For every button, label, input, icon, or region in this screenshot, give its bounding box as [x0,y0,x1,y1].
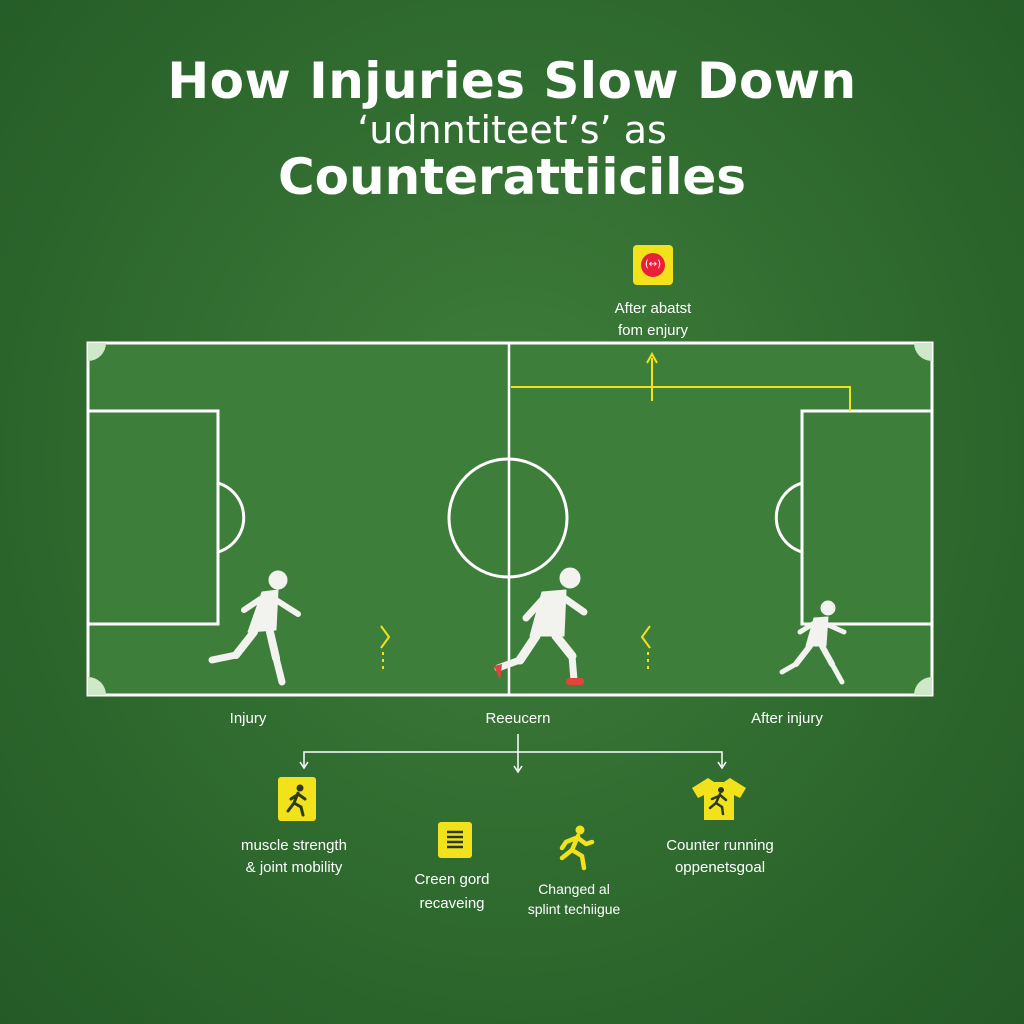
left-penalty-arc [217,481,246,554]
player-recovery-figure [494,567,588,684]
right-penalty-arc [774,481,803,554]
running-person-icon [278,777,316,821]
player-after-figure [779,600,847,685]
corner-top-right [914,343,932,361]
corner-top-left [88,343,106,361]
title-line-3: Counterattiiciles [277,148,747,206]
speed-chevron-right [640,625,651,649]
factor-4-line-2: oppenetsgoal [674,859,766,876]
top-note-line-1: After abatst [614,300,692,317]
factor-1-line-1: muscle strength [241,837,347,854]
recovery-path-line [511,386,851,411]
phase-label-after: After injury [751,710,823,727]
factor-3-line-2: splint techiigue [527,901,621,917]
document-lines-icon [438,822,472,858]
player-injury-figure [208,570,301,686]
shirt-runner-icon [690,776,748,822]
top-note-line-2: fom enjury [617,322,689,339]
corner-bottom-right [914,677,932,695]
factor-1-line-2: & joint mobility [245,859,343,876]
red-boot-left [494,664,502,680]
title-line-2: ‘udnntiteet’s’ as [357,108,667,152]
factor-connector-line [303,751,723,766]
sprinter-icon [556,824,596,872]
factor-4-line-1: Counter running [666,837,774,854]
corner-bottom-left [88,677,106,695]
factor-3-line-1: Changed al [538,881,610,897]
right-penalty-box [800,409,934,626]
factor-2-line-1: Creen gord [414,871,490,888]
red-boot-right [566,678,584,685]
phase-label-injury: Injury [229,710,267,727]
speed-chevron-left [380,625,391,649]
factor-2-line-2: recaveing [419,895,485,912]
whistle-badge-icon: (↔) [633,245,673,285]
center-circle [447,457,569,579]
phase-label-recovery: Reeucern [485,710,551,727]
left-penalty-box [86,409,220,626]
title-line-1: How Injuries Slow Down [167,52,857,110]
